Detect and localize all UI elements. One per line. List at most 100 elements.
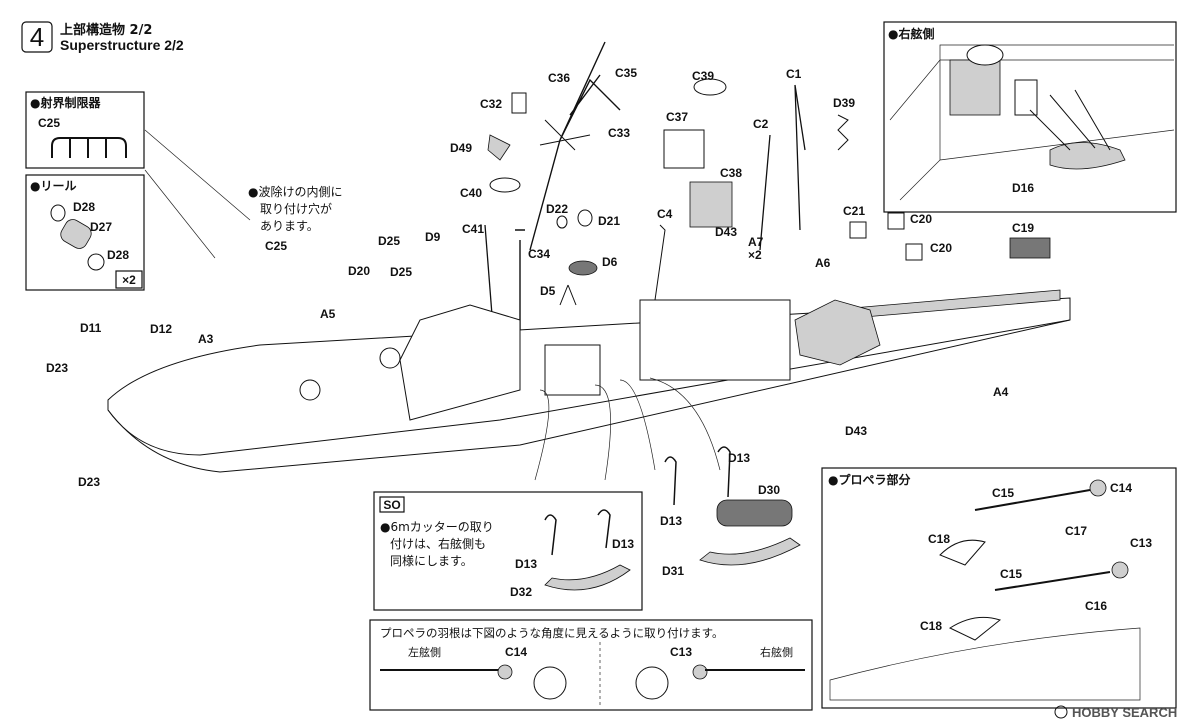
part-d39: [837, 114, 849, 151]
label-d43-b: D43: [845, 424, 867, 438]
prop-label-c17: C17: [1065, 524, 1087, 538]
copyright-icon: [1054, 705, 1068, 719]
breakwater-note: ●波除けの内側に 取り付け穴が あります。: [248, 184, 342, 233]
reel-qty-box: [115, 270, 143, 289]
platform-c40: [489, 177, 521, 193]
propeller-c13: [1111, 561, 1129, 579]
searchlight-c32: [511, 92, 527, 114]
reel-end-bottom: [87, 253, 105, 271]
prop-note: プロペラの羽根は下図のような角度に見えるように取り付けます。 左舷側 右舷側 C…: [369, 619, 813, 711]
label-c1: C1: [786, 67, 802, 81]
cutter-label-d13-b: D13: [612, 537, 634, 551]
label-d31: D31: [662, 564, 684, 578]
label-a5: A5: [320, 307, 336, 321]
aft-superstructure: [639, 299, 791, 381]
reel-part-2: D27: [90, 220, 112, 234]
label-c2: C2: [753, 117, 769, 131]
label-a3: A3: [198, 332, 214, 346]
cutter-badge-box: [379, 496, 405, 513]
radar-d49: [487, 134, 511, 161]
leader-lines: [144, 129, 721, 481]
mid-superstructure: [544, 344, 601, 396]
reel-frame: [25, 174, 145, 291]
label-d22: D22: [546, 202, 568, 216]
starboard-frame: [883, 21, 1177, 213]
label-d25-b: D25: [390, 265, 412, 279]
starboard-hatch: [1014, 79, 1038, 116]
label-d21: D21: [598, 214, 620, 228]
label-d25-a: D25: [378, 234, 400, 248]
fire-limiter-title: ●射界制限器: [30, 95, 101, 110]
part-labels: C36 C35 C32 C33 D49 C40 C41 D22 D21 C34 …: [46, 66, 1034, 578]
bridge-superstructure: [399, 304, 521, 421]
prop-label-c18-b: C18: [920, 619, 942, 633]
label-c20-a: C20: [910, 212, 932, 226]
label-c4: C4: [657, 207, 673, 221]
label-c33: C33: [608, 126, 630, 140]
prop-note-right-side: 右舷側: [760, 645, 793, 659]
reel-part-1: D28: [73, 200, 95, 214]
label-d9: D9: [425, 230, 441, 244]
prop-note-prop-left: [497, 664, 513, 680]
cutter-badge: SO: [383, 498, 400, 512]
mast-frame: [529, 41, 621, 251]
starboard-title: ●右舷側: [888, 26, 934, 41]
label-a4: A4: [993, 385, 1009, 399]
step-header: 4 上部構造物 2/2 Superstructure 2/2: [21, 21, 184, 53]
breakwater-note-line-3: あります。: [260, 219, 319, 233]
prop-label-c15-a: C15: [992, 486, 1014, 500]
label-c37: C37: [666, 110, 688, 124]
cutter-davit-left: [544, 514, 557, 556]
label-c35: C35: [615, 66, 637, 80]
reel-drum: [60, 219, 92, 249]
label-d49: D49: [450, 141, 472, 155]
label-c32: C32: [480, 97, 502, 111]
part-d21: [577, 209, 593, 227]
watermark-text: HOBBY SEARCH: [1072, 705, 1177, 720]
label-c20-b: C20: [930, 241, 952, 255]
label-a7: A7: [748, 235, 764, 249]
boat-parts: [664, 446, 801, 566]
label-d20: D20: [348, 264, 370, 278]
part-c4: [654, 224, 666, 301]
label-d39: D39: [833, 96, 855, 110]
label-d13-b: D13: [728, 451, 750, 465]
deck-fitting-1: [299, 379, 321, 401]
starboard-part-d16: [1049, 142, 1126, 170]
cutter-frame: [373, 491, 643, 611]
starboard-part-label: D16: [1012, 181, 1034, 195]
propeller-c14: [1089, 479, 1107, 497]
cutter-text-line-3: 同様にします。: [390, 554, 473, 568]
label-c25: C25: [265, 239, 287, 253]
label-c19: C19: [1012, 221, 1034, 235]
label-c36: C36: [548, 71, 570, 85]
label-d13-a: D13: [660, 514, 682, 528]
deck-fitting-2: [379, 347, 401, 369]
part-c19: [1009, 237, 1051, 259]
breakwater-note-line-1: ●波除けの内側に: [248, 184, 342, 199]
step-title-en: Superstructure 2/2: [60, 37, 184, 53]
cutter-inset: SO ●6mカッターの取り 付けは、右舷側も 同様にします。 D13 D13 D…: [373, 491, 643, 611]
cutter-davit-right: [597, 509, 611, 549]
rudder-c18-a: [939, 539, 986, 566]
label-d23-b: D23: [78, 475, 100, 489]
prop-note-blades-right: [635, 666, 669, 700]
cutter-label-d32: D32: [510, 585, 532, 599]
prop-note-text: プロペラの羽根は下図のような角度に見えるように取り付けます。: [380, 626, 724, 640]
prop-note-right-part: C13: [670, 645, 692, 659]
breakwater-note-line-2: 取り付け穴が: [260, 201, 332, 216]
part-d5: [559, 284, 577, 306]
prop-label-c16: C16: [1085, 599, 1107, 613]
part-c20-a: [887, 212, 905, 230]
fire-limiter-part: [51, 137, 127, 158]
pole-c34: [515, 229, 525, 330]
helipad-hex: [794, 299, 881, 366]
part-c38: [689, 181, 733, 228]
mast-assembly: [484, 41, 621, 330]
inset-leaders: [144, 129, 251, 259]
label-d30: D30: [758, 483, 780, 497]
prop-label-c18-a: C18: [928, 532, 950, 546]
part-d6: [568, 260, 598, 276]
pole-c41: [484, 224, 493, 316]
